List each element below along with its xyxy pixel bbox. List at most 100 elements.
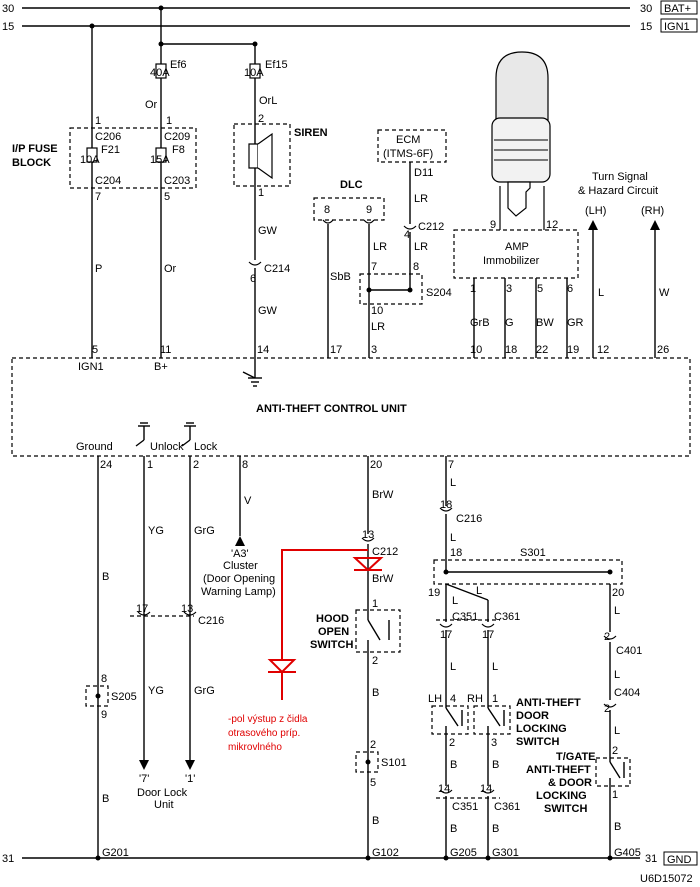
f21-bottom-connector: C204 bbox=[95, 175, 121, 187]
c216-left-label: C216 bbox=[198, 615, 224, 627]
cluster-label-3: Warning Lamp) bbox=[201, 586, 276, 598]
c214-connector: C214 bbox=[264, 263, 290, 275]
lh-wire-l-2: L bbox=[450, 661, 456, 673]
f8-bottom-connector: C203 bbox=[164, 175, 190, 187]
arrow-down-icon bbox=[139, 760, 149, 770]
tg-wire-l-2: L bbox=[614, 669, 620, 681]
rh-wire-b-2: B bbox=[492, 823, 499, 835]
turn-signal-circuit: Turn Signal & Hazard Circuit (LH) (RH) L… bbox=[578, 171, 670, 358]
door-switch-branch: L 18 C216 L 18 S301 19 20 L L C351 C361 … bbox=[428, 456, 642, 861]
s101-label: S101 bbox=[381, 757, 407, 769]
hood-wire-b: B bbox=[372, 687, 379, 699]
cu-bot-pin-2: 2 bbox=[193, 459, 199, 471]
figure-id: U6D15072 bbox=[640, 873, 693, 885]
imm-pin-6: 6 bbox=[567, 283, 573, 295]
cluster-connector: 'A3' bbox=[231, 548, 249, 560]
hood-pin-1: 1 bbox=[372, 598, 378, 610]
siren: SIREN 2 1 GW 6 C214 GW bbox=[233, 113, 328, 358]
wire-yg-1: YG bbox=[148, 525, 164, 537]
ignition-key-icon bbox=[491, 51, 551, 230]
c214-pin: 6 bbox=[250, 273, 256, 285]
f8-top-connector: C209 bbox=[164, 131, 190, 143]
cu-top-pin-22: 22 bbox=[536, 344, 548, 356]
cu-top-pin-18: 18 bbox=[505, 344, 517, 356]
ign-rail-number: 15 bbox=[2, 21, 14, 33]
c361-upper: C361 bbox=[494, 611, 520, 623]
f21-top-pin: 1 bbox=[95, 115, 101, 127]
arrow-up-icon bbox=[650, 220, 660, 230]
gnd-rail-number: 31 bbox=[2, 853, 14, 865]
engine-fuses: Ef6 40A Or Ef15 10A OrL bbox=[145, 41, 288, 138]
hood-switch-label-3: SWITCH bbox=[310, 639, 353, 651]
bat-rail-number-right: 30 bbox=[640, 3, 652, 15]
cu-bot-pin-20: 20 bbox=[370, 459, 382, 471]
siren-wire-gw-2: GW bbox=[258, 305, 278, 317]
cu-top-pin-11: 11 bbox=[160, 344, 171, 356]
lh-wire-b-2: B bbox=[450, 823, 457, 835]
cluster-label: Cluster bbox=[223, 560, 258, 572]
cu-bot-pin-8: 8 bbox=[242, 459, 248, 471]
f8-rating: 15A bbox=[150, 154, 170, 166]
bat-rail-number: 30 bbox=[2, 3, 14, 15]
c361-lower: C361 bbox=[494, 801, 520, 813]
tg-label-5: SWITCH bbox=[544, 803, 587, 815]
rh-wire-l: L bbox=[476, 585, 482, 597]
ecm: ECM (ITMS-6F) D11 LR 4 C212 LR bbox=[377, 129, 447, 290]
wire-yg-2: YG bbox=[148, 685, 164, 697]
dlc-wire-sbb: SbB bbox=[330, 271, 351, 283]
c212-ecm-connector: C212 bbox=[418, 221, 444, 233]
tg-pin-bottom: 1 bbox=[612, 789, 618, 801]
hood-switch-label: HOOD bbox=[316, 613, 349, 625]
switch-icon bbox=[367, 619, 381, 641]
s204-pin-10: 10 bbox=[371, 305, 383, 317]
red-annotation: -pol výstup z čidla otrasového príp. mik… bbox=[228, 549, 384, 753]
cluster-label-2: (Door Opening bbox=[203, 573, 275, 585]
door-switch-rh-bot-pin: 3 bbox=[491, 737, 497, 749]
f8-name: F8 bbox=[172, 144, 185, 156]
door-lock-unit-label: Door Lock bbox=[137, 787, 188, 799]
siren-pin-top: 2 bbox=[258, 113, 264, 125]
ecm-wire-2: LR bbox=[414, 241, 428, 253]
switch-icon bbox=[609, 761, 621, 779]
s301-pin-18: 18 bbox=[450, 547, 462, 559]
rh-wire-l-2: L bbox=[492, 661, 498, 673]
anti-theft-control-unit: ANTI-THEFT CONTROL UNIT 5 11 14 17 3 10 … bbox=[11, 344, 691, 471]
ef6-wire: Or bbox=[145, 99, 158, 111]
speaker-icon bbox=[248, 143, 259, 169]
turn-wire-l: L bbox=[598, 287, 604, 299]
cu-top-pin-17: 17 bbox=[330, 344, 342, 356]
ef15-rating: 10A bbox=[244, 67, 264, 79]
switch-icon bbox=[445, 707, 459, 727]
door-switch-rh-pin: 1 bbox=[492, 693, 498, 705]
ground-wire-b-1: B bbox=[102, 571, 109, 583]
ecm-label: ECM bbox=[396, 134, 420, 146]
dlc-wire-lr: LR bbox=[373, 241, 387, 253]
door-lock-wiring: YG GrG 17 13 C216 YG GrG '7' '1' Door Lo… bbox=[130, 456, 224, 811]
cu-top-pin-19: 19 bbox=[567, 344, 579, 356]
s101-pin-2: 2 bbox=[370, 739, 376, 751]
diode-icon bbox=[352, 557, 384, 572]
door-switch-label-4: SWITCH bbox=[516, 736, 559, 748]
c401-label: C401 bbox=[616, 645, 642, 657]
cu-top-pin-5: 5 bbox=[92, 344, 98, 356]
hood-switch-branch: BrW 13 C212 BrW 1 HOOD OPEN SWITCH 2 B 2… bbox=[310, 456, 407, 861]
c401-pin: 2 bbox=[604, 631, 610, 643]
wire-p: P bbox=[95, 263, 102, 275]
c212-ecm-pin: 4 bbox=[404, 229, 410, 241]
cu-bot-pin-24: 24 bbox=[100, 459, 112, 471]
door-switch-label-3: LOCKING bbox=[516, 723, 567, 735]
hood-wire-b-2: B bbox=[372, 815, 379, 827]
tg-label-4: LOCKING bbox=[536, 790, 587, 802]
turn-wire-w: W bbox=[659, 287, 670, 299]
f21-bottom-pin: 7 bbox=[95, 191, 101, 203]
c361-lower-pin: 14 bbox=[480, 783, 492, 795]
door-switch-lh: LH bbox=[428, 693, 442, 705]
annotation-line-2: otrasového príp. bbox=[228, 728, 300, 739]
amp-immobilizer: 9 12 AMP Immobilizer 1 3 5 6 GrB G BW GR bbox=[453, 51, 584, 358]
c216-right-pin: 18 bbox=[440, 499, 452, 511]
ground-g301: G301 bbox=[492, 847, 519, 859]
dlc-pin-8: 8 bbox=[324, 204, 330, 216]
arrow-up-icon bbox=[588, 220, 598, 230]
imm-pin-3: 3 bbox=[506, 283, 512, 295]
